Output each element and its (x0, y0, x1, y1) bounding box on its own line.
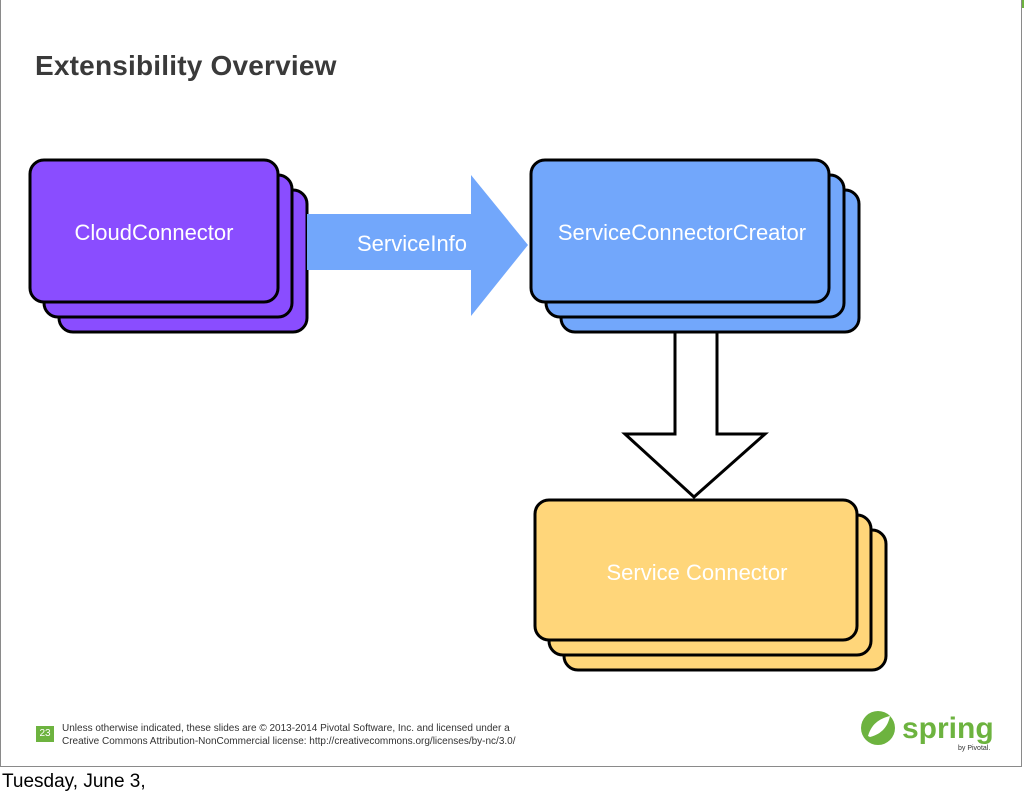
service-connector-creator-label: ServiceConnectorCreator (558, 220, 806, 245)
service-connector-node: Service Connector (533, 498, 888, 672)
license-line-1: Unless otherwise indicated, these slides… (62, 723, 510, 734)
date-caption: Tuesday, June 3, (2, 771, 146, 792)
logo-text: spring (902, 712, 994, 745)
architecture-diagram: CloudConnector ServiceInfo ServiceConnec… (28, 158, 888, 672)
service-connector-creator-node: ServiceConnectorCreator (529, 158, 861, 334)
service-info-arrow: ServiceInfo (307, 175, 528, 316)
cloud-connector-label: CloudConnector (75, 220, 234, 245)
page-number: 23 (36, 726, 54, 742)
spring-logo: spring by Pivotal. (861, 711, 994, 752)
license-text: Unless otherwise indicated, these slides… (62, 722, 516, 748)
logo-subtext: by Pivotal. (958, 745, 990, 752)
down-arrow (621, 330, 769, 500)
license-line-2: Creative Commons Attribution-NonCommerci… (62, 736, 516, 747)
service-connector-label: Service Connector (607, 560, 788, 585)
cloud-connector-node: CloudConnector (28, 158, 309, 334)
slide-title: Extensibility Overview (35, 50, 337, 81)
service-info-label: ServiceInfo (357, 231, 467, 256)
